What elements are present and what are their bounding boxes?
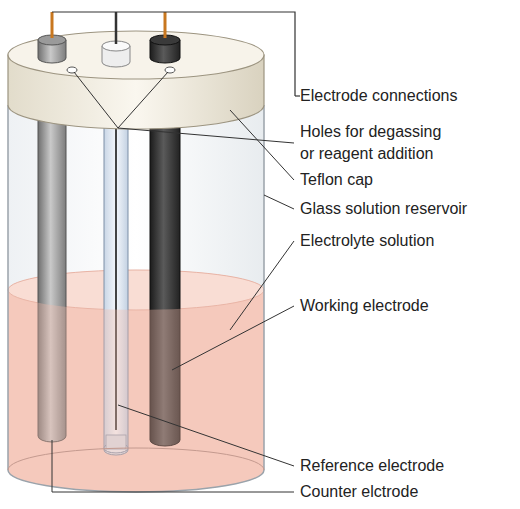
callout-label: Teflon cap — [300, 169, 373, 191]
callout-label: Working electrode — [300, 295, 429, 317]
callout-label: Holes for degassing or reagent addition — [300, 121, 455, 165]
callout-label: Glass solution reservoir — [300, 198, 467, 220]
callout-label: Electrode connections — [300, 85, 457, 107]
callout-label: Reference electrode — [300, 455, 444, 477]
callout-label: Counter elctrode — [300, 481, 418, 503]
callout-label: Electrolyte solution — [300, 230, 434, 252]
